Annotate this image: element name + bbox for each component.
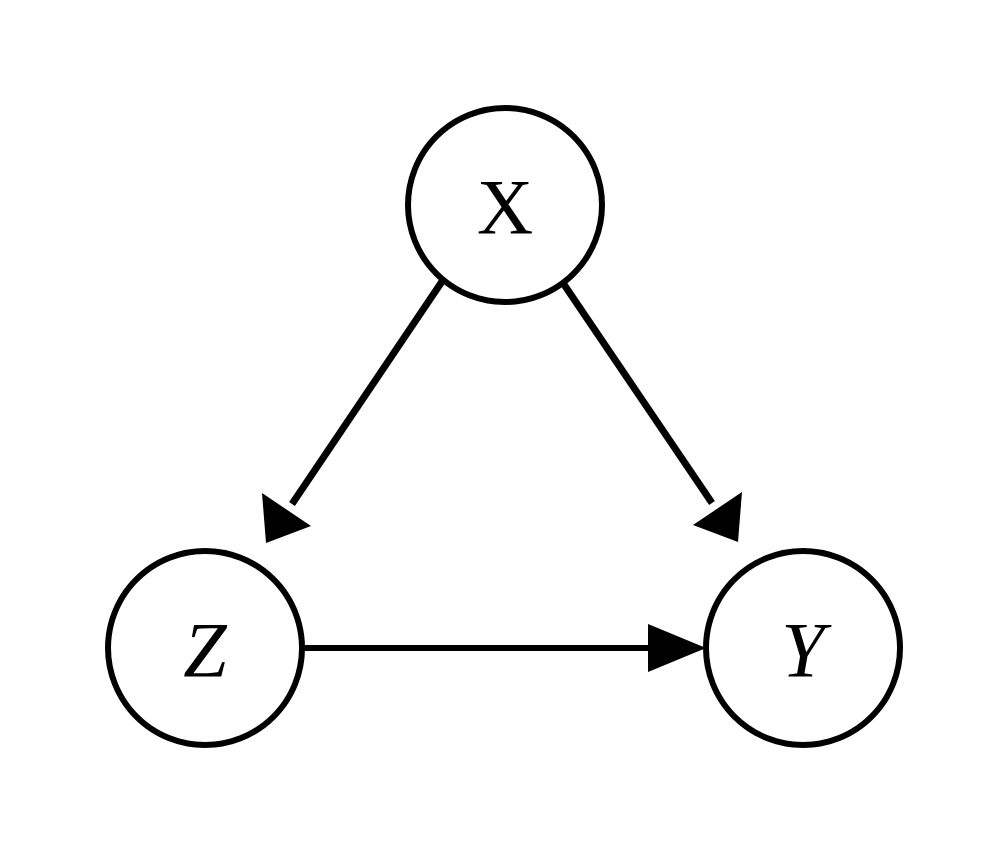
node-x-circle xyxy=(405,105,605,305)
edge-x-to-z-shaft xyxy=(289,278,446,506)
node-y-label: Y xyxy=(781,607,832,694)
node-x[interactable]: X xyxy=(405,105,605,305)
node-y[interactable]: Y xyxy=(703,548,903,748)
edge-x-to-y-shaft xyxy=(560,281,715,505)
edge-group xyxy=(262,278,742,672)
edge-x-to-y-arrowhead xyxy=(693,492,742,542)
edge-z-to-y[interactable] xyxy=(304,624,706,672)
node-y-circle xyxy=(703,548,903,748)
node-z-circle xyxy=(105,548,305,748)
edge-x-to-z[interactable] xyxy=(262,278,446,543)
node-group: X Z Y xyxy=(105,105,903,748)
edge-z-to-y-arrowhead xyxy=(648,624,706,672)
node-z[interactable]: Z xyxy=(105,548,305,748)
node-z-label: Z xyxy=(183,607,228,694)
node-x-label: X xyxy=(477,164,533,251)
edge-x-to-y[interactable] xyxy=(560,281,742,542)
edge-x-to-z-arrowhead xyxy=(262,493,311,543)
